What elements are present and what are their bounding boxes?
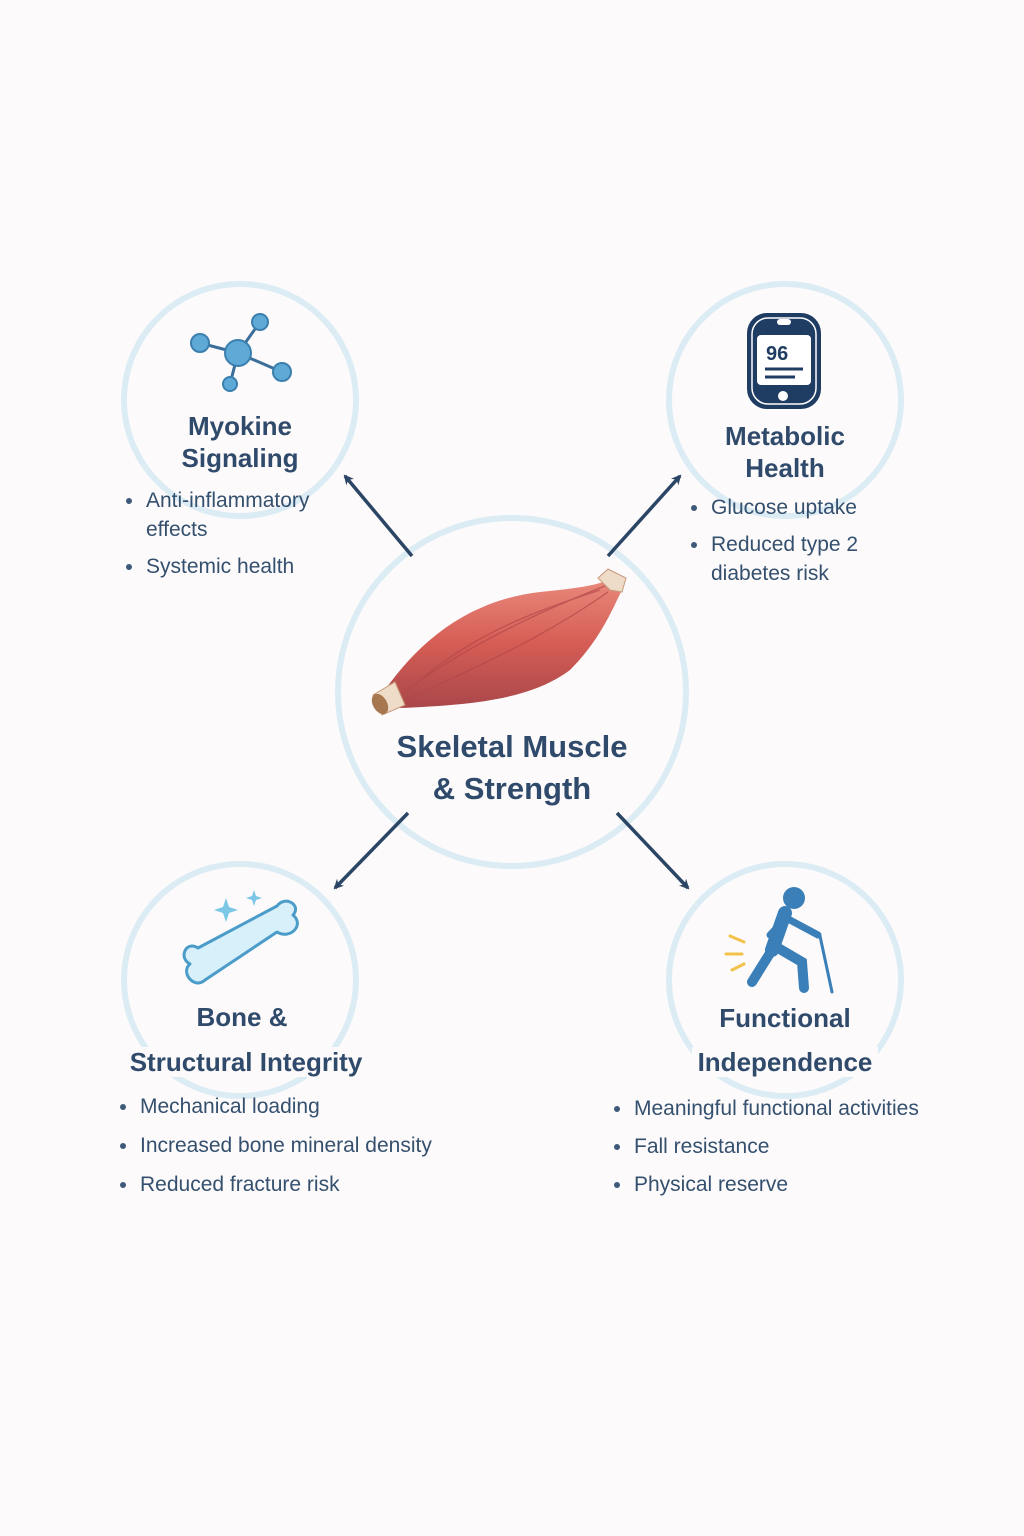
meter-reading: 96	[766, 343, 788, 365]
node-title: Myokine Signaling	[80, 410, 400, 474]
list-item: Meaningful functional activities	[612, 1094, 919, 1123]
list-item: Glucose uptake	[689, 493, 858, 522]
bone-ring	[121, 861, 359, 1099]
arrow-to-bone	[333, 811, 410, 890]
list-item: Systemic health	[124, 552, 309, 581]
benefit-list: Anti-inflammatory effects Systemic healt…	[124, 486, 309, 589]
arrow-to-myokine	[343, 474, 414, 558]
glucose-meter-icon: 96	[747, 313, 821, 409]
node-title-line1: Functional	[713, 1003, 857, 1033]
center-title-line2: & Strength	[432, 771, 592, 806]
list-item: Mechanical loading	[118, 1092, 432, 1121]
node-title-line1-wrap: Functional	[625, 1002, 945, 1034]
node-title-line2: Structural Integrity	[123, 1047, 369, 1077]
node-title-line2: Independence	[691, 1047, 879, 1077]
list-item: Increased bone mineral density	[118, 1131, 432, 1160]
title-line2: Health	[739, 453, 831, 483]
center-title-line1: Skeletal Muscle	[396, 729, 628, 764]
walking-with-cane-icon	[724, 887, 834, 994]
node-title-line1: Bone &	[190, 1002, 294, 1032]
list-item-continuation: effects	[146, 518, 208, 541]
metabolic-ring	[666, 281, 904, 519]
molecule-icon	[190, 313, 292, 392]
center-title: Skeletal Muscle & Strength	[332, 726, 692, 810]
title-line1: Myokine	[181, 411, 299, 441]
title-line1: Metabolic	[719, 421, 851, 451]
functional-ring	[666, 861, 904, 1099]
arrow-to-functional	[615, 811, 690, 890]
arrow-to-metabolic	[606, 474, 682, 558]
list-item-continuation: diabetes risk	[711, 562, 829, 585]
list-item: Reduced type 2	[689, 530, 858, 559]
list-item: Fall resistance	[612, 1132, 919, 1161]
bone-icon	[182, 890, 299, 985]
title-line2: Signaling	[175, 443, 305, 473]
benefit-list: Glucose uptake Reduced type 2 diabetes r…	[689, 493, 858, 596]
node-title-line1-wrap: Bone &	[82, 1001, 402, 1033]
list-item: Anti-inflammatory	[124, 486, 309, 515]
center-ring	[335, 515, 689, 869]
node-title-line2-wrap: Independence	[625, 1046, 945, 1078]
myokine-ring	[121, 281, 359, 519]
benefit-list: Mechanical loading Increased bone minera…	[118, 1092, 432, 1207]
muscle-icon	[371, 568, 627, 716]
list-item: Reduced fracture risk	[118, 1170, 432, 1199]
list-item: Physical reserve	[612, 1170, 919, 1199]
node-title: Metabolic Health	[625, 420, 945, 484]
benefit-list: Meaningful functional activities Fall re…	[612, 1094, 919, 1207]
node-title-line2-wrap: Structural Integrity	[86, 1046, 406, 1078]
